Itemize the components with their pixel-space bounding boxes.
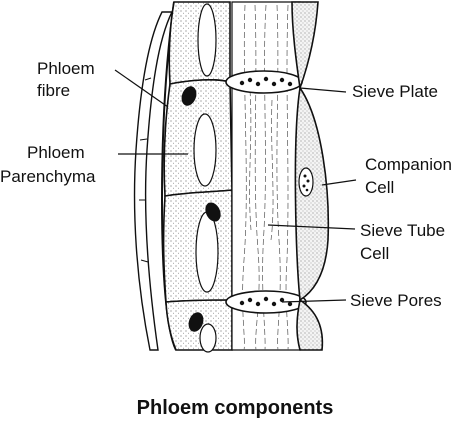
label-sieve-plate: Sieve Plate: [352, 82, 438, 101]
label-phloem-fibre: Phloem fibre: [37, 59, 99, 100]
label-companion-cell: Companion Cell: [365, 155, 457, 197]
phloem-parenchyma-cells: [162, 1, 233, 353]
label-sieve-pores: Sieve Pores: [350, 291, 442, 310]
sieve-plate-lower: [225, 290, 307, 314]
label-sieve-tube-cell: Sieve Tube Cell: [360, 221, 450, 263]
companion-cells: [291, 1, 330, 351]
companion-nucleus: [298, 167, 314, 197]
diagram-caption: Phloem components: [137, 397, 334, 419]
leader-lines: [114, 69, 357, 303]
phloem-fibre-strip: [133, 11, 174, 351]
sieve-tube-column: [225, 1, 307, 351]
label-phloem-parenchyma: Phloem Parenchyma: [0, 143, 96, 186]
